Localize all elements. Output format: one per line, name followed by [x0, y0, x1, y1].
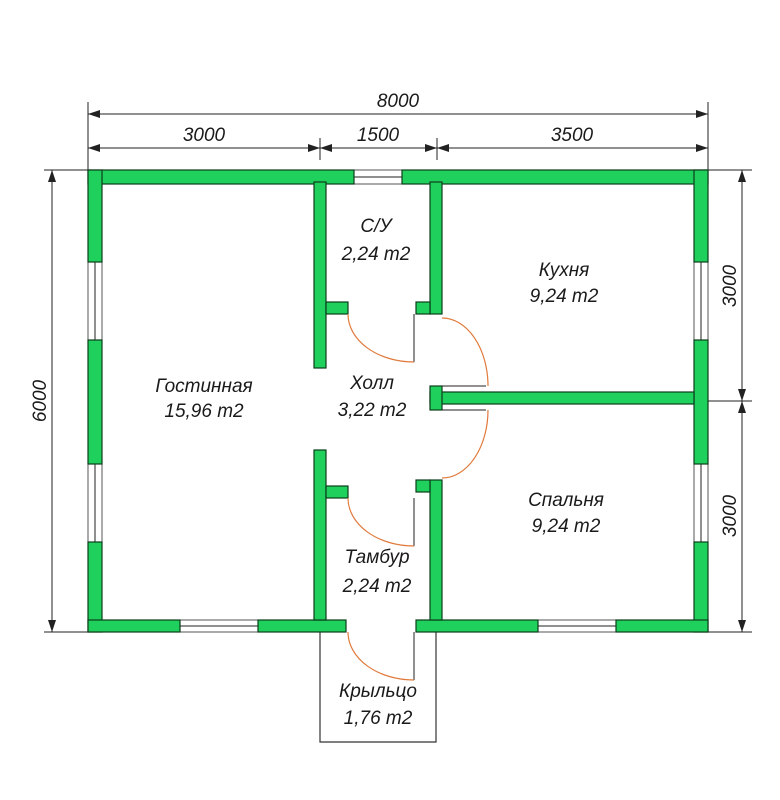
room-living-name: Гостинная: [155, 376, 252, 397]
room-hall-name: Холл: [349, 373, 394, 394]
room-porch-name: Крыльцо: [339, 681, 417, 702]
room-bedroom-name: Спальня: [528, 490, 604, 511]
top-dimensions: 8000 3000 1500 3500: [87, 91, 709, 170]
window-right-lower: [693, 463, 709, 543]
room-kitchen-area: 9,24 m2: [530, 286, 599, 307]
window-right-upper: [693, 261, 709, 341]
dim-seg-right: 3500: [551, 125, 594, 146]
door-vestibule: [347, 497, 415, 547]
window-bottom-left: [179, 619, 259, 633]
room-kitchen-name: Кухня: [539, 260, 590, 281]
door-bathroom: [347, 313, 415, 363]
right-dimensions: 3000 3000: [700, 169, 752, 633]
room-bathroom-name: С/У: [360, 216, 393, 237]
room-hall-area: 3,22 m2: [338, 400, 407, 421]
room-vestibule: Тамбур 2,24 m2: [342, 547, 412, 597]
window-top: [353, 169, 403, 185]
porch-outline: [319, 632, 437, 743]
left-dimension: 6000: [30, 169, 92, 633]
room-living-area: 15,96 m2: [164, 401, 244, 422]
room-bathroom: С/У 2,24 m2: [341, 216, 411, 265]
window-left-lower: [87, 463, 103, 543]
door-entrance: [347, 631, 415, 681]
room-vestibule-name: Тамбур: [344, 547, 409, 568]
room-bedroom: Спальня 9,24 m2: [528, 490, 604, 537]
window-bottom-right: [537, 619, 617, 633]
windows: [87, 169, 709, 633]
room-living: Гостинная 15,96 m2: [155, 376, 252, 422]
dim-seg-middle: 1500: [357, 125, 400, 146]
room-porch: Крыльцо 1,76 m2: [339, 681, 417, 729]
room-bathroom-area: 2,24 m2: [341, 244, 411, 265]
room-hall: Холл 3,22 m2: [338, 373, 407, 421]
doors: [347, 313, 489, 681]
window-left-upper: [87, 261, 103, 341]
dim-right-lower: 3000: [720, 494, 741, 537]
dim-seg-left: 3000: [183, 125, 226, 146]
room-bedroom-area: 9,24 m2: [532, 516, 601, 537]
dim-total-width: 8000: [377, 91, 420, 112]
room-porch-area: 1,76 m2: [344, 708, 413, 729]
room-labels: Гостинная 15,96 m2 С/У 2,24 m2 Кухня 9,2…: [155, 216, 604, 729]
dim-right-upper: 3000: [720, 264, 741, 307]
walls: [87, 169, 709, 633]
dim-total-height: 6000: [30, 379, 51, 422]
room-kitchen: Кухня 9,24 m2: [530, 260, 599, 307]
door-bedroom: [441, 409, 489, 479]
door-kitchen: [441, 317, 489, 387]
room-vestibule-area: 2,24 m2: [342, 576, 412, 597]
